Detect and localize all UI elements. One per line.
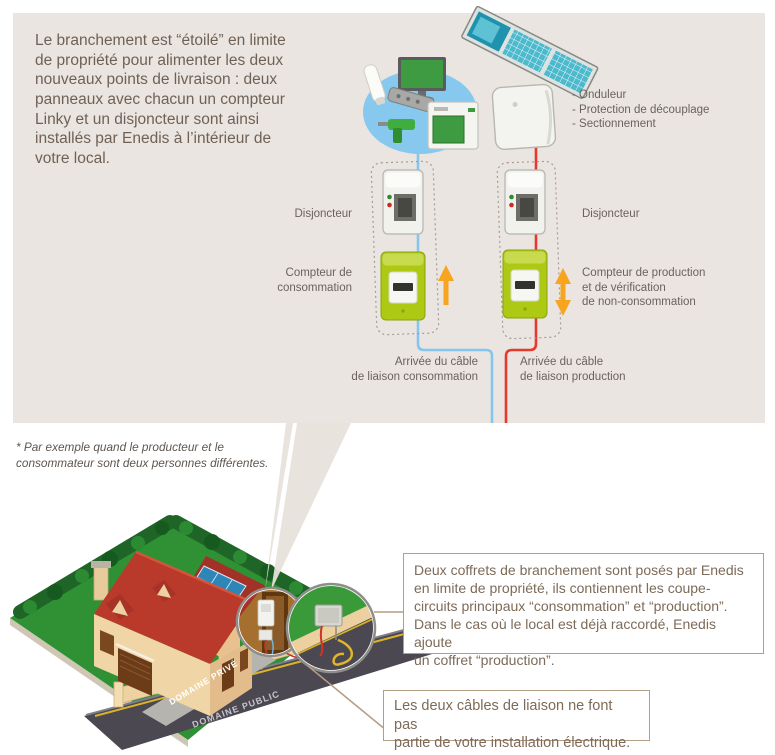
front-door bbox=[222, 658, 234, 692]
lamp-icon bbox=[363, 64, 386, 106]
appliances-illustration bbox=[363, 57, 479, 154]
connector-line-box2 bbox=[307, 665, 387, 731]
window bbox=[240, 648, 248, 672]
cable-production-label: Arrivée du câble de liaison production bbox=[520, 356, 626, 383]
linky-meter-consumption-illustration bbox=[380, 251, 426, 321]
consumption-cable-line bbox=[416, 150, 494, 423]
footnote-text: * Par exemple quand le producteur et le … bbox=[16, 440, 269, 470]
callout-box-cables: Les deux câbles de liaison ne font pas p… bbox=[383, 690, 650, 751]
breaker-consumption-label: Disjoncteur bbox=[294, 208, 352, 220]
cable-consumption-label: Arrivée du câble de liaison consommation bbox=[351, 356, 478, 383]
magnifier-circle-coffret bbox=[285, 582, 377, 674]
production-cable-line bbox=[504, 146, 538, 423]
window bbox=[100, 630, 114, 656]
inverter-function-list: - Onduleur - Protection de découplage - … bbox=[572, 89, 710, 131]
intro-paragraph: Le branchement est “étoilé” en limite de… bbox=[35, 32, 286, 168]
coffret-box bbox=[314, 604, 343, 642]
breaker-production-illustration bbox=[504, 169, 546, 235]
breaker-production-label: Disjoncteur bbox=[582, 208, 640, 220]
house-illustration: DOMAINE PRIVÉ DOMAINE PUBLIC bbox=[10, 515, 446, 750]
inverter-illustration bbox=[491, 83, 557, 151]
dashed-enclosure-production bbox=[496, 160, 562, 340]
drill-icon bbox=[378, 119, 415, 143]
microwave-icon bbox=[427, 101, 479, 150]
solar-panel-illustration bbox=[461, 5, 599, 99]
arrow-double-icon bbox=[555, 268, 571, 316]
meter-consumption-label: Compteur de consommation bbox=[277, 267, 352, 294]
zoom-beam bbox=[265, 423, 351, 591]
dormer bbox=[106, 580, 176, 620]
dashed-enclosure-consumption bbox=[370, 160, 440, 336]
meter-production-label: Compteur de production et de vérificatio… bbox=[582, 267, 706, 309]
callout-box-coffrets: Deux coffrets de branchement sont posés … bbox=[403, 553, 764, 668]
linky-meter-production-illustration bbox=[502, 249, 548, 319]
breaker-consumption-illustration bbox=[382, 169, 424, 235]
garage-door bbox=[115, 642, 155, 696]
arrow-up-icon bbox=[438, 265, 454, 305]
